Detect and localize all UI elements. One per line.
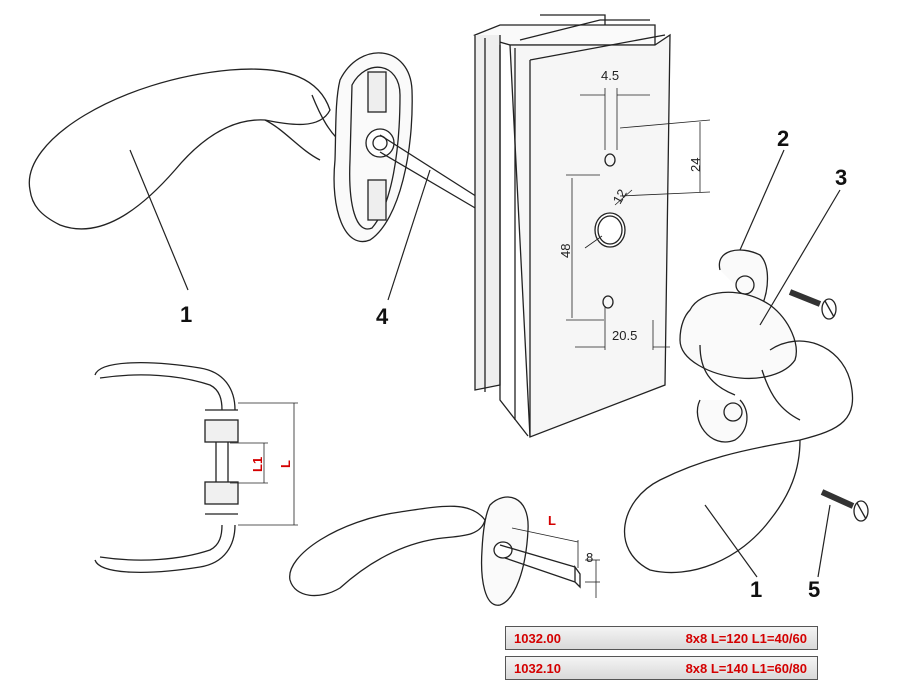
- callout-1-right: 1: [750, 577, 762, 602]
- handle-bottom: [289, 496, 581, 606]
- handle-top-left: [28, 52, 483, 243]
- callout-4: 4: [376, 304, 389, 329]
- front-dimension-lines: [230, 402, 298, 526]
- callout-2: 2: [777, 126, 789, 151]
- callout-1-left: 1: [180, 302, 192, 327]
- door-profile-block: [472, 14, 671, 438]
- spec-code: 1032.00: [514, 631, 561, 646]
- dim-L1-label: L1: [250, 457, 265, 472]
- handle-front-view: [94, 362, 239, 573]
- spindle-dimension-lines: [511, 527, 600, 598]
- spec-values: 8x8 L=140 L1=60/80: [685, 661, 807, 676]
- spec-values: 8x8 L=120 L1=40/60: [685, 631, 807, 646]
- profile-dimension-lines: [566, 88, 711, 350]
- dim-L-front-label: L: [278, 460, 293, 468]
- dim-4-5-label: 4.5: [601, 68, 619, 83]
- dim-12-label: 12: [610, 186, 630, 206]
- callout-3: 3: [835, 165, 847, 190]
- spec-row-1032-10: 1032.10 8x8 L=140 L1=60/80: [505, 656, 818, 680]
- callout-leaders: [129, 149, 841, 578]
- spec-row-1032-00: 1032.00 8x8 L=120 L1=40/60: [505, 626, 818, 650]
- dim-8-label: 8: [586, 550, 593, 565]
- screw-upper: [788, 289, 837, 320]
- screw-lower: [820, 489, 869, 522]
- dim-L-spindle-label: L: [548, 513, 556, 528]
- callout-5: 5: [808, 577, 820, 602]
- dim-48-label: 48: [558, 244, 573, 258]
- dim-24-label: 24: [688, 158, 703, 172]
- spec-code: 1032.10: [514, 661, 561, 676]
- dim-20-5-label: 20.5: [612, 328, 637, 343]
